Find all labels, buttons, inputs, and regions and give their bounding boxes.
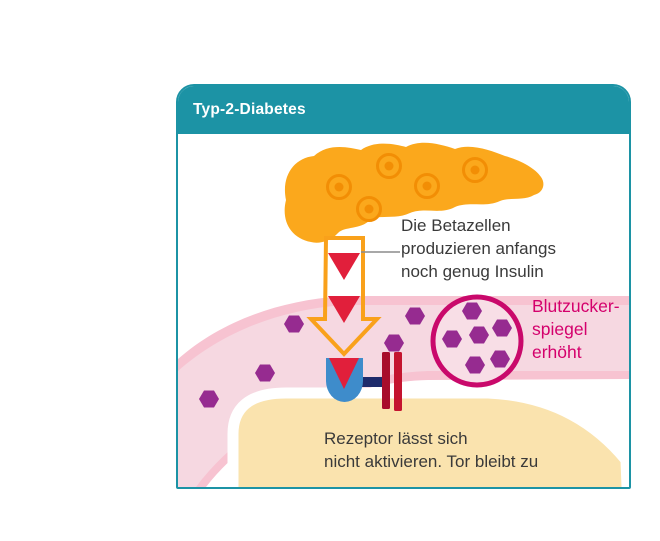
card-header: Typ-2-Diabetes	[178, 86, 629, 134]
blutzucker-annotation: Blutzucker- spiegel erhöht	[532, 295, 620, 364]
glucose-molecule-icon	[462, 302, 482, 320]
magnified-glucose-group	[442, 302, 512, 374]
insulin-annotation: Die Betazellen produzieren anfangs noch …	[401, 214, 556, 283]
islet-cells-group	[326, 153, 488, 222]
glucose-molecule-icon	[492, 319, 512, 337]
glucose-molecule-icon	[469, 326, 489, 344]
receptor-link-bar	[358, 377, 385, 387]
glucose-molecule-icon	[465, 356, 485, 374]
islet-dot-icon	[384, 161, 394, 171]
glucose-molecule-icon	[284, 315, 304, 333]
glucose-molecule-icon	[199, 390, 219, 408]
islet-dot-icon	[334, 182, 344, 192]
infographic-card: Typ-2-Diabetes	[176, 84, 631, 489]
annotation-line: Blutzucker-	[532, 296, 620, 316]
glucose-molecule-icon	[442, 330, 462, 348]
annotation-line: Die Betazellen	[401, 216, 511, 235]
diagram-canvas	[178, 142, 629, 487]
annotation-line: Rezeptor lässt sich	[324, 429, 468, 448]
islet-ring-icon	[356, 196, 382, 222]
diabetes-diagram: Die Betazellen produzieren anfangs noch …	[178, 134, 629, 487]
closed-gate-icon	[382, 352, 390, 409]
annotation-line: produzieren anfangs	[401, 239, 557, 258]
insulin-triangle-icon	[329, 358, 359, 389]
insulin-triangle-icon	[328, 296, 360, 323]
closed-gate-icon	[394, 352, 402, 411]
annotation-line: spiegel	[532, 319, 588, 339]
islet-dot-icon	[364, 204, 374, 214]
page-title: Typ-2-Diabetes	[193, 101, 306, 118]
glucose-molecule-icon	[490, 350, 510, 368]
rezeptor-annotation: Rezeptor lässt sich nicht aktivieren. To…	[324, 427, 538, 473]
glucose-molecule-icon	[255, 364, 275, 382]
islet-ring-icon	[326, 174, 352, 200]
body-cell	[227, 387, 629, 487]
islet-ring-icon	[462, 157, 488, 183]
annotation-line: noch genug Insulin	[401, 262, 544, 281]
islet-dot-icon	[470, 165, 480, 175]
insulin-triangle-icon	[328, 253, 360, 280]
islet-ring-icon	[414, 173, 440, 199]
annotation-line: nicht aktivieren. Tor bleibt zu	[324, 452, 539, 471]
glucose-molecule-icon	[384, 334, 404, 352]
glucose-molecule-icon	[405, 307, 425, 325]
islet-dot-icon	[422, 181, 432, 191]
islet-ring-icon	[376, 153, 402, 179]
annotation-line: erhöht	[532, 342, 582, 362]
glucose-molecules-group	[199, 307, 425, 408]
